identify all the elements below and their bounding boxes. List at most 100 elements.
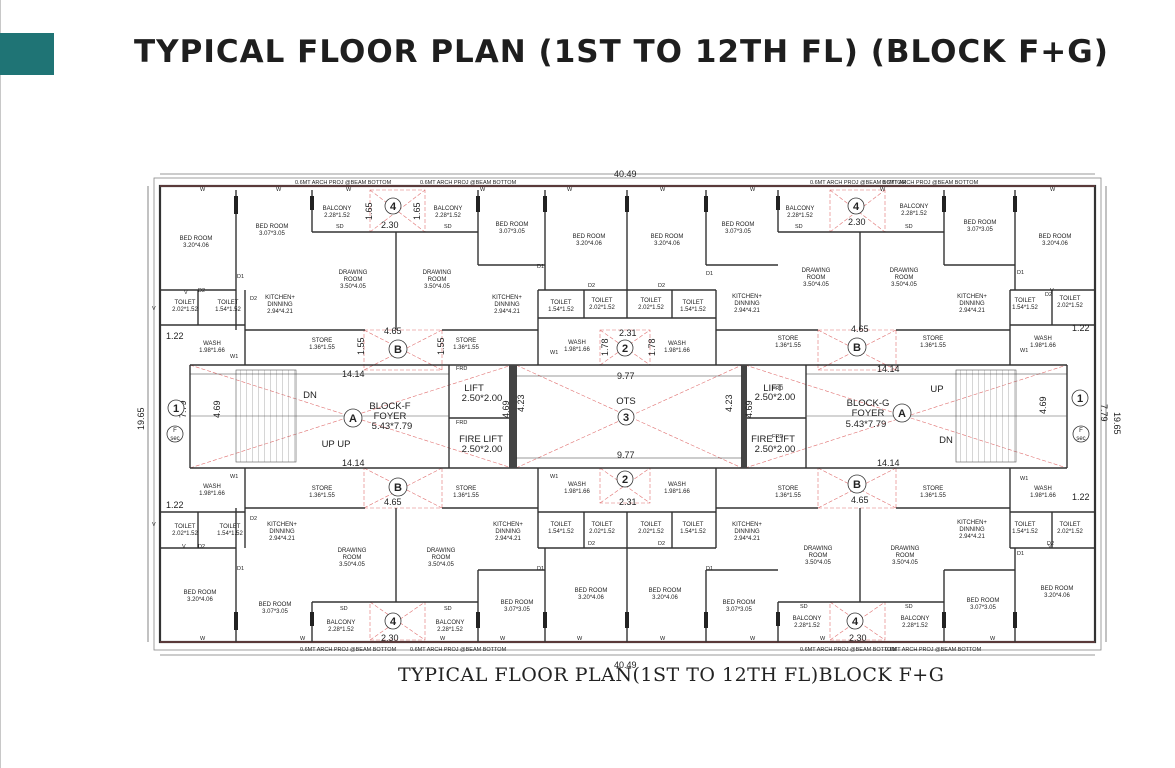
room-label: ROOM (809, 553, 828, 559)
room-size: 1.98*1.66 (1030, 343, 1056, 349)
block-f-label: BLOCK-F (369, 401, 410, 412)
room-size: 1.98*1.66 (1030, 493, 1056, 499)
dim-stair: 4.69 (1038, 396, 1048, 414)
opening-tag: FRD (772, 386, 783, 392)
beam-note: 0.6MT ARCH PROJ @BEAM BOTTOM (800, 647, 897, 653)
room-label: TOILET (1060, 296, 1081, 302)
dim-ots-h: 4.23 (724, 394, 734, 412)
room-label: KITCHEN+ (732, 522, 762, 528)
dim-b-side: 1.55 (356, 337, 366, 355)
opening-tag: SD (905, 604, 913, 610)
room-size: 2.94*4.21 (267, 309, 293, 315)
room-size: 3.50*4.05 (428, 562, 454, 568)
room-size: 1.36*1.55 (775, 493, 801, 499)
opening-tag: SD (795, 224, 803, 230)
room-size: 1.54*1.52 (217, 531, 243, 537)
room-size: 2.02*1.52 (172, 531, 198, 537)
beam-note: 0.6MT ARCH PROJ @BEAM BOTTOM (885, 647, 982, 653)
room-label: BED ROOM (180, 236, 213, 242)
marker-2: 2 (622, 474, 628, 486)
room-label: KITCHEN+ (732, 294, 762, 300)
beam-note: 0.6MT ARCH PROJ @BEAM BOTTOM (300, 647, 397, 653)
room-size: 3.50*4.05 (424, 284, 450, 290)
page-edge-rule (0, 0, 1, 768)
room-label: ROOM (896, 553, 915, 559)
opening-tag: W (346, 187, 352, 193)
room-size: 3.07*3.05 (967, 227, 993, 233)
opening-tag: D2 (198, 544, 205, 550)
opening-tag: W (660, 187, 666, 193)
room-label: BED ROOM (501, 600, 534, 606)
dim-b: 4.65 (384, 497, 402, 507)
dim-2: 2.31 (619, 328, 637, 338)
room-size: 3.50*4.05 (891, 282, 917, 288)
staircases (190, 369, 1067, 463)
beam-note: 0.6MT ARCH PROJ @BEAM BOTTOM (882, 180, 979, 186)
marker-a: A (349, 413, 357, 425)
room-label: WASH (668, 341, 686, 347)
dim-2-side: 1.78 (600, 338, 610, 356)
marker-4: 4 (390, 201, 397, 213)
opening-tag: V (184, 290, 188, 296)
opening-tag: D1 (1017, 551, 1024, 557)
room-size: 3.07*3.05 (259, 231, 285, 237)
section-markers (166, 197, 1090, 630)
block-g-foyer-size: 5.43*7.79 (846, 419, 887, 430)
opening-tag: V (1050, 288, 1054, 294)
opening-tag: D1 (537, 264, 544, 270)
opening-tag: SD (340, 606, 348, 612)
room-label: KITCHEN+ (492, 295, 522, 301)
room-label: STORE (456, 338, 477, 344)
room-size: 1.54*1.52 (1012, 305, 1038, 311)
room-label: ROOM (807, 275, 826, 281)
opening-tag: FRD (772, 434, 783, 440)
block-f-foyer-size: 5.43*7.79 (372, 421, 413, 432)
structural-columns (234, 196, 1017, 630)
room-size: 3.50*4.05 (892, 560, 918, 566)
opening-tag: D2 (588, 283, 595, 289)
room-size: 3.07*3.05 (725, 229, 751, 235)
marker-sec: sec (170, 436, 179, 442)
room-label: TOILET (641, 522, 662, 528)
room-label: WASH (203, 484, 221, 490)
room-label: BALCONY (901, 616, 930, 622)
block-g-foyer: FOYER (852, 408, 885, 419)
room-label: DRAWING (339, 270, 368, 276)
room-label: BED ROOM (967, 598, 1000, 604)
room-size: 3.07*3.05 (970, 605, 996, 611)
dim-4: 2.30 (381, 220, 399, 230)
room-size: 1.36*1.55 (453, 345, 479, 351)
marker-f: F (173, 428, 177, 434)
room-label: KITCHEN+ (493, 522, 523, 528)
opening-tag: W (990, 636, 996, 642)
ots-marker (617, 408, 635, 426)
lift-size: 2.50*2.00 (462, 393, 503, 404)
room-label: BED ROOM (1041, 586, 1074, 592)
room-label: BED ROOM (1039, 234, 1072, 240)
room-label: STORE (923, 336, 944, 342)
room-label: DINNING (495, 529, 521, 535)
room-size: 3.50*4.05 (340, 284, 366, 290)
room-size: 1.54*1.52 (1012, 529, 1038, 535)
room-size: 1.54*1.52 (548, 307, 574, 313)
plan-caption: TYPICAL FLOOR PLAN(1ST TO 12TH FL)BLOCK … (398, 664, 945, 686)
room-size: 2.02*1.52 (589, 529, 615, 535)
room-size: 2.94*4.21 (959, 534, 985, 540)
dim-overall-width-top: 40.49 (614, 169, 637, 179)
opening-tag: FRD (456, 366, 467, 372)
room-label: DRAWING (423, 270, 452, 276)
opening-tag: W1 (230, 474, 238, 480)
room-size: 3.20*4.06 (578, 595, 604, 601)
room-size: 2.02*1.52 (638, 305, 664, 311)
marker-f: F (1079, 428, 1083, 434)
fire-lift-size: 2.50*2.00 (755, 444, 796, 455)
opening-tag: W (750, 636, 756, 642)
room-label: BALCONY (436, 620, 465, 626)
dim-2-side: 1.78 (647, 338, 657, 356)
room-label: ROOM (343, 555, 362, 561)
room-label: BED ROOM (256, 224, 289, 230)
dim-b: 4.65 (384, 326, 402, 336)
room-label: KITCHEN+ (957, 520, 987, 526)
room-label: BALCONY (900, 204, 929, 210)
room-size: 2.28*1.52 (324, 213, 350, 219)
